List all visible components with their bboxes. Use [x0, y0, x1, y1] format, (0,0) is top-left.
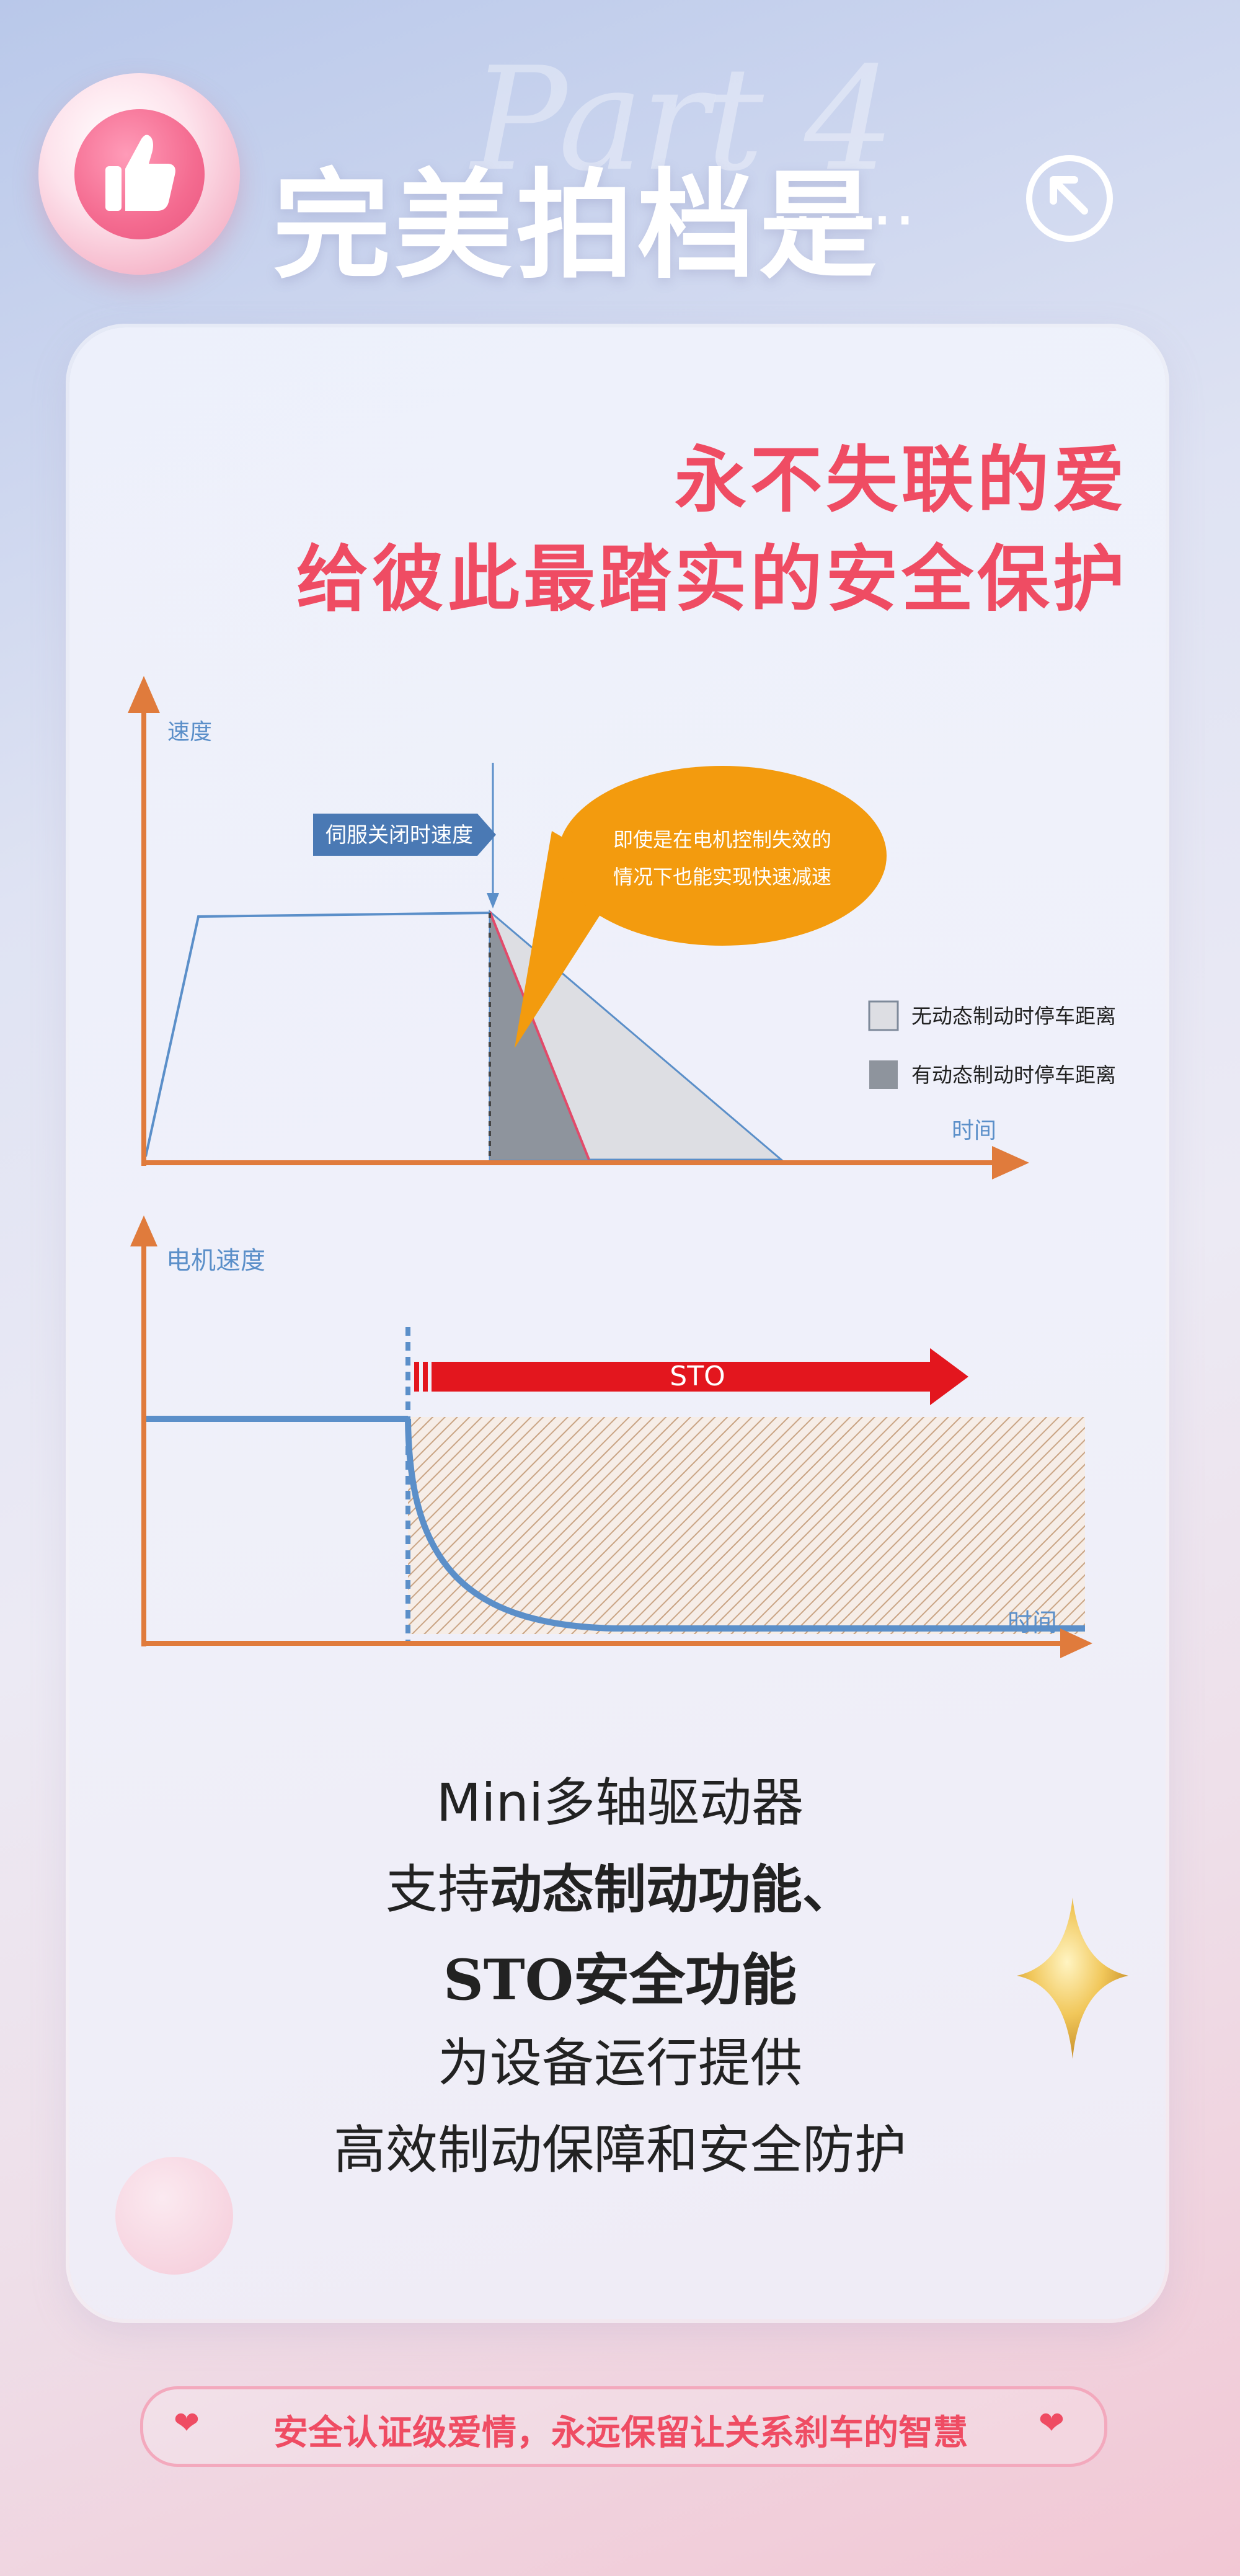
legend-without-label: 无动态制动时停车距离	[911, 1004, 1116, 1028]
headline-1: 永不失联的爱	[675, 438, 1128, 522]
thumbs-up-badge	[38, 73, 240, 275]
arrow-up-left-button[interactable]	[1026, 155, 1113, 242]
x-axis-label: 时间	[1008, 1609, 1057, 1637]
red-decel-line	[489, 911, 590, 1160]
pointer-head	[487, 893, 499, 908]
y-axis-label: 电机速度	[166, 1246, 265, 1275]
footer-slogan: 安全认证级爱情，永远保留让关系刹车的智慧	[273, 2412, 968, 2453]
desc-line-3: STO安全功能	[443, 1947, 797, 2013]
servo-off-label-box	[313, 814, 496, 856]
servo-off-label: 伺服关闭时速度	[326, 823, 473, 848]
x-axis-arrow	[1060, 1628, 1092, 1658]
sto-tick-2	[423, 1362, 428, 1392]
page-title: 完美拍档是	[273, 158, 881, 295]
y-axis-label: 速度	[167, 719, 212, 745]
arrow-up-left-icon	[1050, 176, 1088, 215]
badge-inner	[74, 109, 205, 239]
x-axis-arrow	[992, 1146, 1029, 1179]
speed-profile-line	[144, 912, 490, 1157]
desc-line-2-prefix: 支持	[385, 1859, 490, 1920]
sto-tick-1	[414, 1362, 419, 1392]
desc-line-2-bold: 动态制动功能、	[490, 1859, 855, 1920]
heart-icon: ❤	[174, 2405, 200, 2441]
callout-line-2: 情况下也能实现快速减速	[613, 865, 831, 889]
content-card	[69, 327, 1166, 2319]
heart-icon: ❤	[1038, 2405, 1065, 2441]
y-axis-arrow	[130, 1215, 157, 1246]
footer-slogan-pill	[140, 2386, 1107, 2467]
watermark-text: Part 4	[471, 37, 895, 203]
headline-2: 给彼此最踏实的安全保护	[296, 537, 1128, 621]
x-axis-label: 时间	[952, 1118, 996, 1144]
sto-hatched-area	[408, 1417, 1085, 1634]
callout-line-1: 即使是在电机控制失效的	[613, 828, 831, 851]
sto-label: STO	[670, 1361, 725, 1392]
legend-with-label: 有动态制动时停车距离	[911, 1063, 1116, 1087]
sto-diagram: STO 电机速度 时间	[130, 1215, 1092, 1658]
legend-with-swatch	[869, 1060, 898, 1089]
y-axis-arrow	[128, 676, 160, 713]
motor-decay-curve	[405, 1418, 1085, 1632]
sto-arrow	[432, 1348, 968, 1405]
callout-bubble	[558, 766, 887, 946]
desc-line-1: Mini多轴驱动器	[436, 1772, 804, 1833]
title-dots: ……	[769, 161, 928, 241]
sparkle-star-icon	[1017, 1898, 1128, 2059]
dynamic-brake-diagram: 速度 时间 伺服关闭时速度 即使是在电机控制失效的 情况下也能实现快速减速 无动…	[128, 676, 1116, 1179]
desc-line-5: 高效制动保障和安全防护	[333, 2120, 906, 2180]
legend-without-swatch	[868, 1000, 899, 1031]
decorative-pink-ball	[115, 2157, 233, 2275]
desc-line-4: 为设备运行提供	[437, 2033, 802, 2094]
desc-line-2: 支持动态制动功能、	[0, 1848, 1240, 1923]
thumbs-up-icon	[105, 135, 175, 211]
